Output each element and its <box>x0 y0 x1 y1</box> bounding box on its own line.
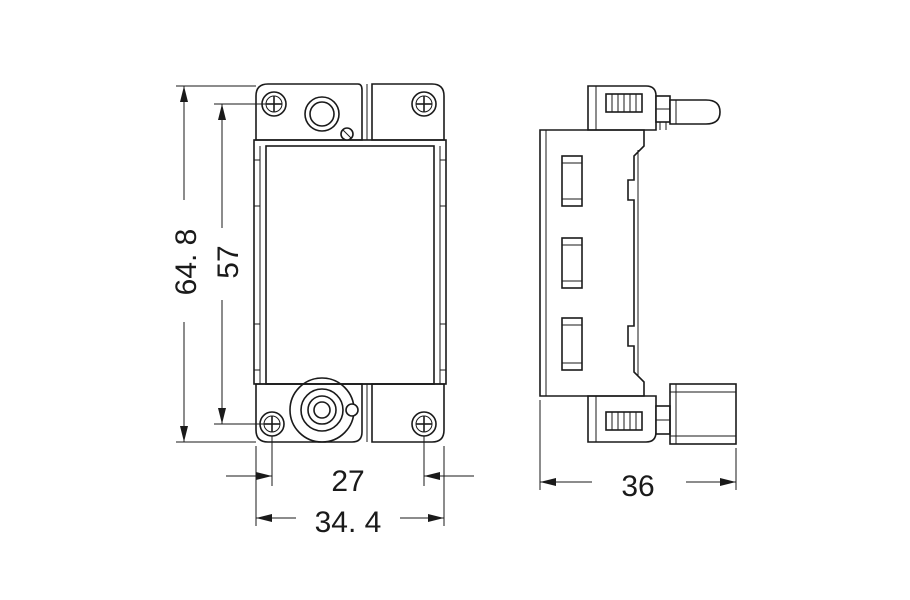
side-top-screw-block <box>587 85 721 131</box>
side-view <box>539 85 737 445</box>
coding-bushing-bottom-icon <box>289 377 359 443</box>
screw-bottom-right-icon <box>411 411 437 437</box>
front-latch-left-top <box>253 159 261 207</box>
front-latch-right-bottom <box>439 323 447 371</box>
front-view <box>253 83 447 443</box>
front-window <box>265 145 435 385</box>
side-latch-window-1 <box>561 155 583 207</box>
front-top-left-plate <box>255 83 363 141</box>
dim-outer-height: 64. 8 <box>170 229 203 296</box>
front-dimensions: 64. 8 57 27 34. 4 <box>170 85 474 539</box>
side-bottom-screw-block <box>587 383 737 445</box>
front-top-right-plate <box>371 83 445 141</box>
front-latch-right-top <box>439 159 447 207</box>
side-latch-window-2 <box>561 237 583 289</box>
side-latch-window-3 <box>561 317 583 371</box>
dim-side-depth: 36 <box>621 470 654 503</box>
dim-outer-width: 34. 4 <box>315 506 382 539</box>
front-bottom-left-plate <box>255 383 363 443</box>
front-bottom-right-plate <box>371 383 445 443</box>
guide-pin-top-icon <box>304 96 354 141</box>
dim-inner-height: 57 <box>212 245 245 278</box>
front-body <box>253 139 447 385</box>
front-latch-left-bottom <box>253 323 261 371</box>
dim-screw-spacing: 27 <box>331 465 364 498</box>
side-dimensions: 36 <box>539 400 737 503</box>
side-housing <box>539 129 645 397</box>
screw-top-right-icon <box>411 91 437 117</box>
